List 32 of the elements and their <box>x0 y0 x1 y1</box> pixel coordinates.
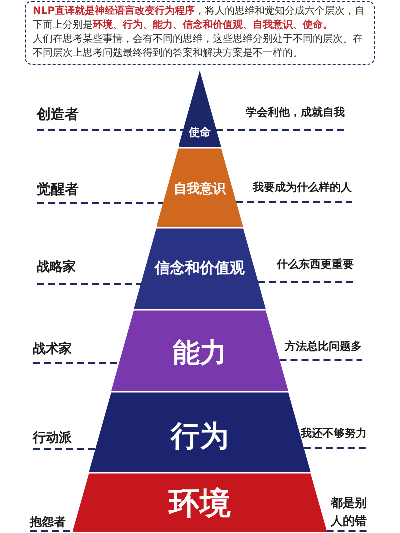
role-label: 战术家 <box>33 342 72 363</box>
motto-label: 都是别人的错 <box>330 495 367 531</box>
level-label: 环境 <box>168 486 231 524</box>
level-label: 自我意识 <box>174 182 226 198</box>
motto-label: 我还不够努力 <box>301 427 367 448</box>
level-label: 能力 <box>172 338 227 370</box>
role-label: 抱怨者 <box>30 514 66 531</box>
leader-line <box>258 281 354 283</box>
note-text: 人们在思考某些事情，会有不同的思维，这些思维分别处于不同的层次。在不同层次上思考问题最终得到的答案和解决方案是不一样的。 <box>33 33 364 61</box>
level-label: 信念和价值观 <box>155 259 245 277</box>
motto-label: 什么东西更重要 <box>277 258 354 282</box>
leader-line <box>33 448 96 450</box>
role-label: 觉醒者 <box>37 182 79 203</box>
note-box <box>25 1 375 65</box>
role-label: 创造者 <box>37 106 79 130</box>
motto-label: 方法总比问题多 <box>285 340 362 360</box>
leader-line <box>37 202 164 204</box>
leader-line <box>304 447 367 449</box>
leader-line <box>33 362 120 364</box>
note-text: NLP直译就是神经语言改变行为程序，将人的思维和觉知分成六个层次，自下而上分别是环境、行为、能力、信念和价值观、自我意识、使命。 <box>33 5 366 33</box>
level-label: 使命 <box>188 126 211 140</box>
role-label: 战略家 <box>37 260 76 284</box>
leader-line <box>37 283 142 285</box>
role-label: 行动派 <box>33 431 72 449</box>
motto-label: 学会利他，成就自我 <box>246 106 345 130</box>
leader-line <box>216 129 345 131</box>
leader-line <box>236 201 352 203</box>
leader-line <box>37 129 184 131</box>
leader-line <box>326 530 367 532</box>
leader-line <box>280 359 362 361</box>
motto-label: 我要成为什么样的人 <box>253 181 352 202</box>
level-label: 行为 <box>170 418 229 454</box>
